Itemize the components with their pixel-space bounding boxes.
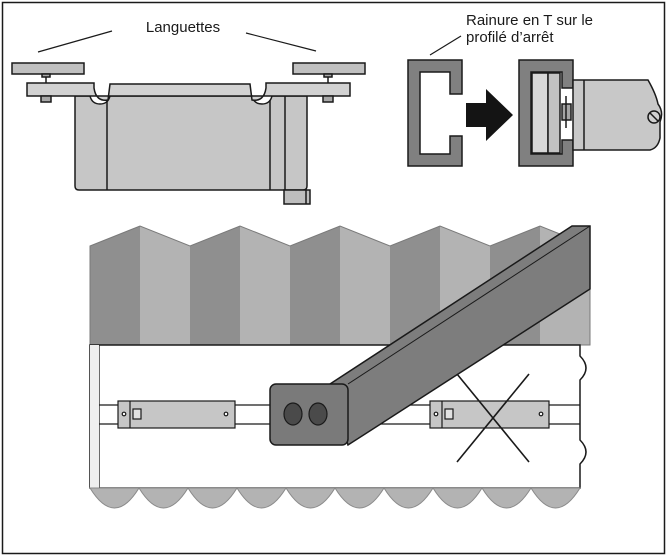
device-side-screw-slot <box>649 112 659 122</box>
device-correct-clip <box>132 408 142 420</box>
device-wrong-hole-right <box>538 411 544 417</box>
door-outline <box>89 225 591 346</box>
device-body <box>74 95 308 191</box>
screw-right-nut <box>322 95 334 103</box>
assembled-profile <box>518 59 663 167</box>
diagonal-brace-edge <box>347 225 591 385</box>
inserted-tab <box>531 72 549 154</box>
door-panel <box>340 226 391 345</box>
device-wrong-hole-left <box>433 411 439 417</box>
device-foot <box>283 189 311 205</box>
inserted-body <box>547 72 561 154</box>
screw-left-head <box>41 73 51 78</box>
device-side <box>572 79 663 151</box>
groove-leader <box>429 35 462 56</box>
right-arrow-icon <box>466 89 513 141</box>
t-groove-profile <box>407 59 463 167</box>
door-bottom-seal <box>89 487 581 509</box>
tab-left <box>11 62 85 75</box>
seal-scallop <box>530 487 581 509</box>
device-with-tabs <box>11 62 366 205</box>
connector-socket-right <box>308 402 328 426</box>
rail-end-cap <box>90 345 99 488</box>
tabs-leader-left <box>37 30 113 53</box>
tabs-leader-right <box>245 32 317 52</box>
screw-right-head <box>323 73 333 78</box>
device-flange <box>26 82 351 101</box>
tabs-label: Languettes <box>146 19 220 36</box>
door-panel <box>190 226 241 345</box>
cross-mark-icon <box>456 373 530 463</box>
door-panel <box>290 226 341 345</box>
tab-right <box>292 62 366 75</box>
device-wrong-clip <box>444 408 454 420</box>
device-correct-position <box>117 400 236 429</box>
screw-left-nut <box>40 95 52 103</box>
door-panel <box>90 226 141 345</box>
device-correct-hole-left <box>121 411 127 417</box>
groove-label-line2: profilé d’arrêt <box>466 29 554 46</box>
door-panel <box>140 226 191 345</box>
door-panel <box>240 226 291 345</box>
groove-label-line1: Rainure en T sur le <box>466 12 593 29</box>
connector-socket-left <box>283 402 303 426</box>
device-correct-hole-right <box>223 411 229 417</box>
